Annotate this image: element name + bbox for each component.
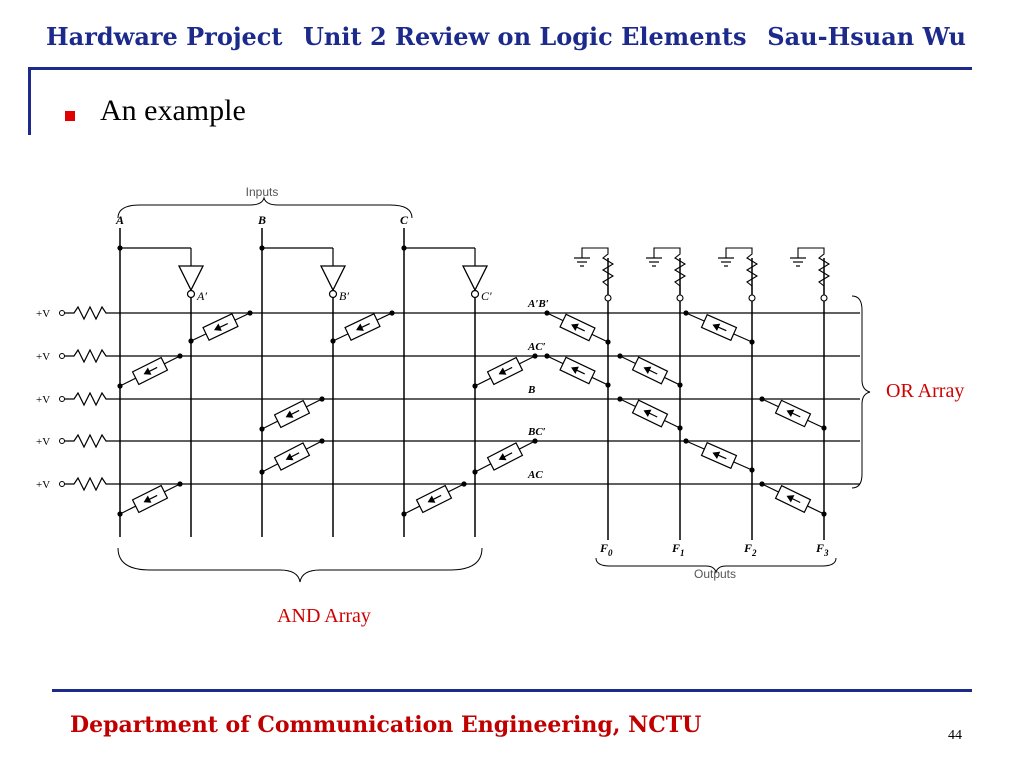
and-diode-8 <box>415 484 453 514</box>
and-diode-2 <box>131 356 169 386</box>
output-resistor-3 <box>797 247 831 294</box>
or-diode-1 <box>559 356 596 385</box>
diode-arrow <box>571 323 585 332</box>
bullet-marker <box>65 111 75 121</box>
inputs-brace <box>117 196 413 219</box>
term-label-0: A′B′ <box>527 298 549 310</box>
header-unit-title: Unit 2 Review on Logic Elements <box>303 22 747 51</box>
outputs-label: Outputs <box>694 567 736 581</box>
and-diode-7 <box>131 484 169 514</box>
output-resistor-0 <box>581 247 615 294</box>
row-resistor-1 <box>64 348 860 364</box>
or-diode-0 <box>559 313 596 342</box>
term-label-2: B <box>527 384 535 396</box>
term-label-4: AC <box>527 469 543 481</box>
header-project-title: Hardware Project <box>46 22 283 51</box>
and-array-brace <box>117 547 483 583</box>
footer-rule <box>52 689 972 692</box>
output-label-3: F3 <box>815 541 829 558</box>
diode-arrow <box>786 495 801 504</box>
outputs-brace <box>595 557 837 574</box>
output-label-0: F0 <box>599 541 613 558</box>
row-resistor-4 <box>64 476 860 492</box>
supply-terminal <box>59 353 65 359</box>
supply-label: +V <box>36 308 50 320</box>
or-diode-7 <box>774 484 812 514</box>
diode-arrow <box>214 323 228 331</box>
and-diode-0 <box>202 313 239 341</box>
inverter-0 <box>177 265 205 292</box>
diode-arrow <box>643 366 658 375</box>
inverter-2 <box>461 265 489 292</box>
and-diode-1 <box>344 313 381 341</box>
diode-arrow <box>143 366 158 375</box>
supply-terminal <box>59 481 65 487</box>
bullet-text: An example <box>100 94 246 127</box>
and-array-label: AND Array <box>277 605 371 627</box>
and-diode-3 <box>486 356 524 386</box>
supply-terminal <box>59 438 65 444</box>
or-diode-2 <box>631 356 669 385</box>
and-diode-5 <box>273 442 311 471</box>
output-resistor-1 <box>653 247 687 294</box>
output-terminal-1 <box>676 294 684 302</box>
output-label-2: F2 <box>743 541 757 558</box>
supply-terminal <box>59 310 65 316</box>
or-array-brace <box>851 295 871 489</box>
inverter-1 <box>319 265 347 292</box>
page-number: 44 <box>948 728 962 743</box>
input-label-a: A <box>115 213 124 227</box>
supply-label: +V <box>36 351 50 363</box>
and-diode-4 <box>273 399 311 429</box>
input-label-b: B <box>257 213 266 227</box>
diode-arrow <box>712 451 727 460</box>
row-resistor-3 <box>64 433 860 449</box>
or-array-label: OR Array <box>886 380 964 402</box>
or-diode-5 <box>700 441 738 470</box>
term-label-3: BC′ <box>527 426 546 438</box>
diode-arrow <box>356 323 370 331</box>
complement-label-0: A′ <box>196 289 207 303</box>
diode-arrow <box>143 494 158 503</box>
header-rule <box>28 67 972 70</box>
row-resistor-0 <box>64 305 860 321</box>
diode-arrow <box>571 366 585 375</box>
diode-arrow <box>712 323 727 332</box>
supply-label: +V <box>36 394 50 406</box>
term-label-1: AC′ <box>527 341 546 353</box>
diode-arrow <box>427 494 442 503</box>
input-label-c: C <box>400 213 409 227</box>
header-author: Sau-Hsuan Wu <box>767 22 966 51</box>
output-terminal-0 <box>604 294 612 302</box>
or-diode-4 <box>700 313 738 342</box>
diode-arrow <box>498 366 513 375</box>
supply-label: +V <box>36 479 50 491</box>
or-diode-3 <box>631 399 669 428</box>
footer-department: Department of Communication Engineering,… <box>70 712 702 738</box>
inverter-bubble-1 <box>328 289 338 299</box>
supply-terminal <box>59 396 65 402</box>
diode-arrow <box>643 409 658 418</box>
diode-arrow <box>786 409 801 418</box>
diode-arrow <box>498 452 513 461</box>
output-resistor-2 <box>725 247 759 294</box>
header-side-rule <box>28 67 31 135</box>
supply-label: +V <box>36 436 50 448</box>
output-terminal-3 <box>820 294 828 302</box>
complement-label-1: B′ <box>339 289 349 303</box>
inverter-bubble-0 <box>186 289 196 299</box>
and-diode-6 <box>486 442 524 471</box>
inputs-label: Inputs <box>246 185 279 199</box>
output-terminal-2 <box>748 294 756 302</box>
complement-label-2: C′ <box>481 289 492 303</box>
row-resistor-2 <box>64 391 860 407</box>
or-diode-6 <box>774 399 812 428</box>
inverter-bubble-2 <box>470 289 480 299</box>
output-label-1: F1 <box>671 541 685 558</box>
diode-arrow <box>285 409 300 418</box>
diode-arrow <box>285 452 300 461</box>
